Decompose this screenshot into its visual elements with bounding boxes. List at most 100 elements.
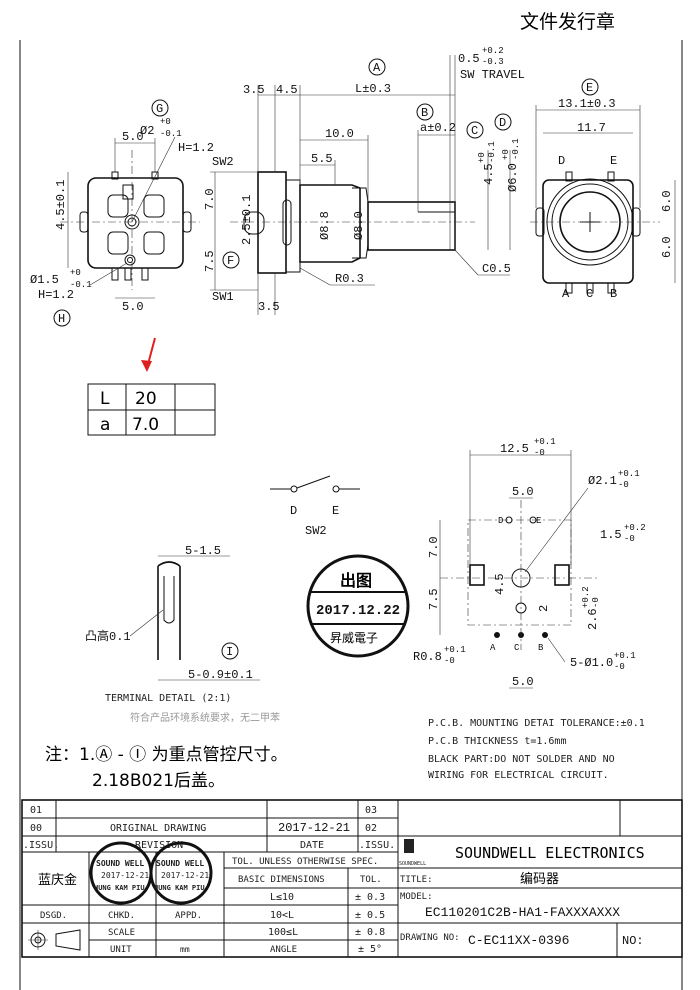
- pcb-dim-2: 2: [537, 605, 551, 612]
- svg-text:-0: -0: [624, 534, 635, 544]
- d-dim: Ø6.0: [506, 163, 520, 192]
- svg-text:-0: -0: [534, 448, 545, 458]
- sw-travel-label: SW TRAVEL: [460, 68, 525, 82]
- terminal-detail: 5-1.5 凸高0.1 I 5-0.9±0.1 TERMINAL DETAIL …: [85, 544, 280, 724]
- width-dim: 13.1±0.3: [558, 97, 616, 111]
- radius-dim: R0.3: [335, 272, 364, 286]
- red-arrow-icon: [141, 360, 152, 372]
- svg-text:DATE: DATE: [300, 840, 324, 851]
- svg-text:MODEL:: MODEL:: [400, 892, 433, 902]
- hole-g-height: H=1.2: [178, 141, 214, 155]
- dim-5-5: 5.5: [311, 152, 333, 166]
- svg-text:SOUND WELL: SOUND WELL: [156, 859, 204, 868]
- svg-text:REVISION: REVISION: [135, 840, 183, 851]
- svg-text:+0.1: +0.1: [618, 469, 640, 479]
- hole-h-height: H=1.2: [38, 288, 74, 302]
- housing-side: [257, 171, 287, 274]
- sw1-label: SW1: [212, 290, 234, 304]
- svg-text:SOUNDWELL: SOUNDWELL: [399, 861, 426, 867]
- hole-h: [124, 254, 136, 266]
- callout-h: H: [58, 312, 65, 326]
- callout-g: G: [156, 102, 163, 116]
- svg-text:+0: +0: [70, 268, 81, 278]
- callout-f: F: [227, 254, 234, 268]
- pcb-slot: 1.5: [600, 528, 622, 542]
- svg-text:L≤10: L≤10: [270, 892, 294, 903]
- pcb-big-hole: Ø2.1: [588, 474, 617, 488]
- revision-text: ORIGINAL DRAWING: [110, 823, 206, 834]
- svg-text:mm: mm: [180, 945, 190, 954]
- logo-icon: [122, 184, 134, 200]
- note-line-1: 注：1.Ⓐ - Ⓘ 为重点管控尺寸。: [45, 745, 288, 765]
- svg-text:HUNG KAM PIU: HUNG KAM PIU: [154, 884, 205, 892]
- pcb-note-2: P.C.B THICKNESS t=1.6mm: [428, 736, 566, 747]
- flat-dim: a±0.2: [420, 121, 456, 135]
- svg-text:+0.2: +0.2: [624, 523, 646, 533]
- upper-dim: 6.0: [660, 190, 674, 212]
- left-view: 5.0 5.0 4.5±0.1 G Ø2 +0-0.1 H=1.2 Ø1.5 +…: [30, 99, 214, 327]
- svg-text:-0.1: -0.1: [160, 129, 182, 139]
- svg-text:D: D: [290, 504, 297, 518]
- pin-label-e: E: [610, 154, 617, 168]
- svg-text:± 5°: ± 5°: [358, 944, 382, 955]
- pcb-dim-7-5: 7.5: [427, 588, 441, 610]
- pin-label-c: C: [586, 287, 593, 301]
- svg-text:DRAWING NO:: DRAWING NO:: [400, 933, 460, 943]
- svg-text:CHKD.: CHKD.: [108, 911, 135, 921]
- callout-a: A: [373, 61, 381, 75]
- svg-text:+0.2: +0.2: [482, 46, 504, 56]
- svg-text:-0.1: -0.1: [70, 280, 92, 290]
- svg-text:-0: -0: [618, 480, 629, 490]
- svg-text:-0: -0: [591, 597, 601, 608]
- bump-height: 凸高0.1: [85, 628, 131, 644]
- pcb-note-1: P.C.B. MOUNTING DETAI TOLERANCE:±0.1: [428, 718, 645, 729]
- svg-text:E: E: [332, 504, 339, 518]
- terminal-thickness: 5-0.9±0.1: [188, 668, 253, 682]
- svg-text:+0.2: +0.2: [581, 586, 591, 608]
- designer-name: 蓝庆金: [38, 872, 77, 888]
- dim-7-5: 7.5: [203, 250, 217, 272]
- dim-3-5-bottom: 3.5: [258, 300, 280, 314]
- param-value-l: 20: [135, 389, 157, 409]
- svg-text:2017-12-21: 2017-12-21: [161, 871, 209, 880]
- svg-text:2017-12-21: 2017-12-21: [101, 871, 149, 880]
- callout-b: B: [421, 106, 428, 120]
- svg-text:± 0.3: ± 0.3: [355, 892, 385, 903]
- soundwell-logo-icon: [404, 839, 414, 853]
- revision-date: 2017-12-21: [278, 821, 350, 835]
- pcb-dim-2-6: 2.6: [586, 608, 600, 630]
- parameter-table: L 20 a 7.0: [87, 337, 216, 436]
- callout-d: D: [499, 116, 506, 130]
- svg-text:100≤L: 100≤L: [268, 927, 298, 938]
- svg-text:-0: -0: [614, 662, 625, 672]
- dia-8-0: Ø8.0: [352, 211, 366, 240]
- svg-text:A: A: [490, 643, 496, 653]
- pcb-dim-4-5: 4.5: [493, 573, 507, 595]
- svg-text:+0.1: +0.1: [534, 437, 556, 447]
- svg-text:BASIC DIMENSIONS: BASIC DIMENSIONS: [238, 875, 325, 885]
- param-key-l: L: [100, 389, 110, 409]
- pin-label-b: B: [610, 287, 617, 301]
- svg-text:+0: +0: [501, 149, 511, 160]
- param-value-a: 7.0: [132, 415, 159, 435]
- svg-text:+0.1: +0.1: [614, 651, 636, 661]
- dim-2-5: 2.5±0.1: [240, 195, 254, 245]
- title-block: 01 03 00 ORIGINAL DRAWING 2017-12-21 02 …: [21, 799, 683, 958]
- svg-text:UNIT: UNIT: [110, 945, 132, 955]
- pcb-radius: R0.8: [413, 650, 442, 664]
- company-name: SOUNDWELL ELECTRONICS: [455, 844, 645, 862]
- model-number: EC110201C2B-HA1-FAXXXAXXX: [425, 905, 620, 920]
- projection-symbol-icon: [28, 929, 81, 951]
- front-view: E 13.1±0.3 11.7 D E A C B 6.0 6.0: [530, 78, 676, 301]
- top-pitch-dim: 5.0: [122, 130, 144, 144]
- svg-text:NO:: NO:: [622, 934, 644, 948]
- lower-dim: 6.0: [660, 236, 674, 258]
- chamfer-dim: C0.5: [482, 262, 511, 276]
- svg-text:出图: 出图: [340, 571, 372, 590]
- svg-text:01: 01: [30, 805, 42, 816]
- height-dim: 4.5±0.1: [54, 180, 68, 230]
- pcb-bottom-pitch: 5.0: [512, 675, 534, 689]
- terminal-caption: TERMINAL DETAIL (2:1): [105, 693, 231, 704]
- svg-text:10<L: 10<L: [270, 910, 294, 921]
